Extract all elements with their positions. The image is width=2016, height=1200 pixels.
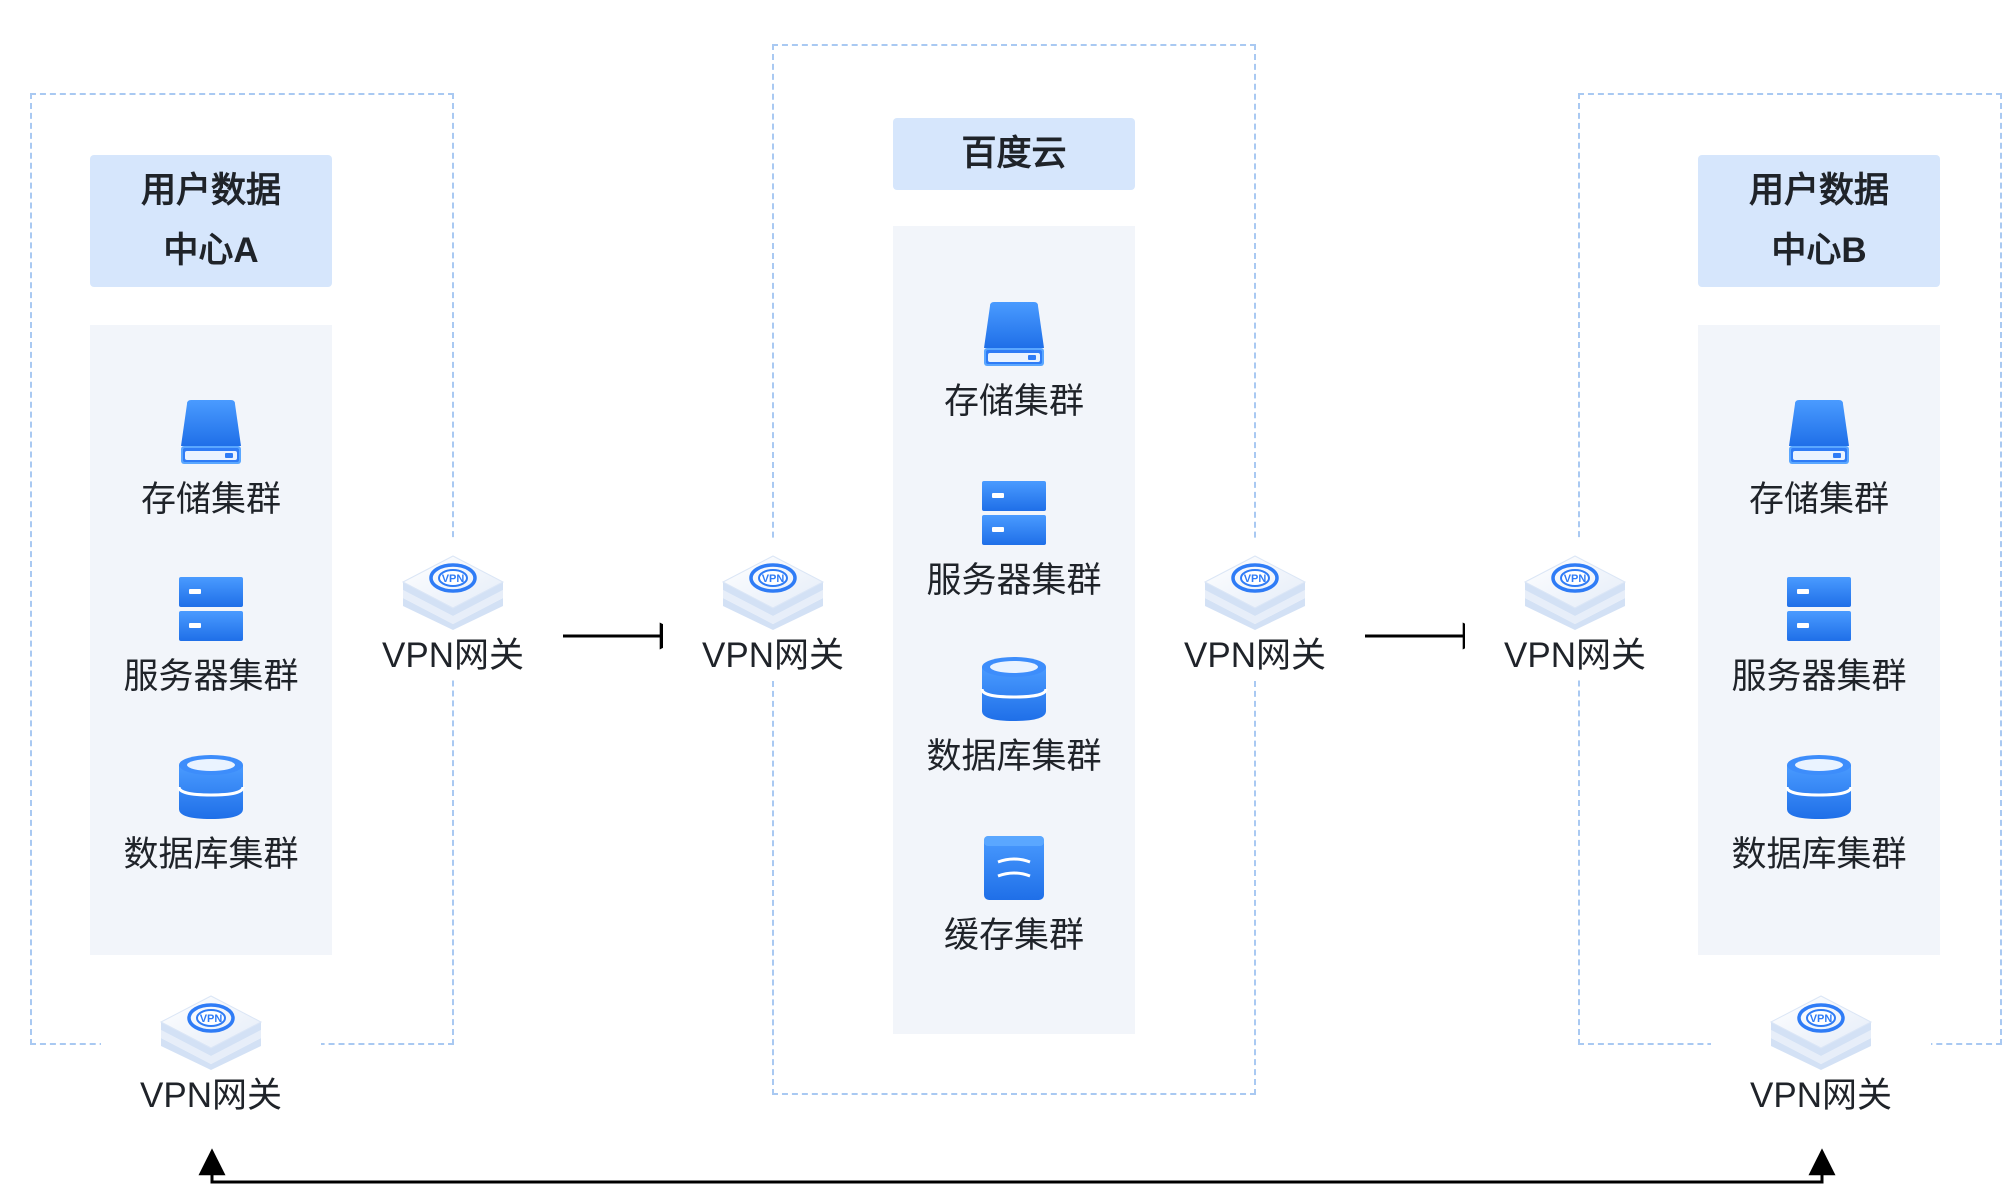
vpn-gateway-center-west: VPN网关: [663, 540, 883, 678]
region-a-storage-label: 存储集群: [140, 480, 281, 519]
storage-icon: [978, 298, 1050, 370]
region-a-database: 数据库集群: [91, 751, 331, 877]
center-cache: 缓存集群: [894, 832, 1134, 958]
center-database: 数据库集群: [894, 653, 1134, 779]
vpn-gateway-icon: [713, 540, 833, 630]
storage-icon: [175, 396, 247, 468]
vpn-gateway-icon: [393, 540, 513, 630]
center-database-label: 数据库集群: [926, 737, 1102, 776]
region-a-title-line1: 用户数据: [140, 171, 281, 210]
center-server-label: 服务器集群: [926, 561, 1102, 600]
region-center-title: 百度云: [893, 118, 1135, 190]
vpn-gateway-b-south: VPN网关: [1711, 980, 1931, 1118]
vpn-gateway-b-south-label: VPN网关: [1750, 1076, 1892, 1115]
vpn-gateway-center-west-label: VPN网关: [702, 636, 844, 675]
center-cache-label: 缓存集群: [943, 916, 1084, 955]
vpn-gateway-center-east: VPN网关: [1145, 540, 1365, 678]
vpn-gateway-center-east-label: VPN网关: [1184, 636, 1326, 675]
server-icon: [978, 477, 1050, 549]
database-icon: [978, 653, 1050, 725]
link-left-right-bottom: [198, 1148, 1836, 1184]
region-b-server: 服务器集群: [1699, 573, 1939, 699]
region-a-storage: 存储集群: [91, 396, 331, 522]
region-b-database-label: 数据库集群: [1731, 835, 1907, 874]
vpn-gateway-icon: [1515, 540, 1635, 630]
region-a-database-label: 数据库集群: [123, 835, 299, 874]
server-icon: [175, 573, 247, 645]
region-b-storage-label: 存储集群: [1748, 480, 1889, 519]
region-b-server-label: 服务器集群: [1731, 657, 1907, 696]
region-center-title-text: 百度云: [961, 134, 1067, 173]
region-b-title-line1: 用户数据: [1748, 171, 1889, 210]
vpn-gateway-icon: [151, 980, 271, 1070]
region-a-title: 用户数据 中心A: [90, 155, 332, 287]
region-b-database: 数据库集群: [1699, 751, 1939, 877]
center-storage: 存储集群: [894, 298, 1134, 424]
region-a-server: 服务器集群: [91, 573, 331, 699]
vpn-gateway-a-south: VPN网关: [101, 980, 321, 1118]
vpn-gateway-a-south-label: VPN网关: [140, 1076, 282, 1115]
center-storage-label: 存储集群: [943, 382, 1084, 421]
vpn-gateway-icon: [1195, 540, 1315, 630]
vpn-gateway-a-east-label: VPN网关: [382, 636, 524, 675]
vpn-gateway-b-west: VPN网关: [1465, 540, 1685, 678]
region-b-title: 用户数据 中心B: [1698, 155, 1940, 287]
vpn-gateway-a-east: VPN网关: [343, 540, 563, 678]
region-b-storage: 存储集群: [1699, 396, 1939, 522]
database-icon: [175, 751, 247, 823]
vpn-gateway-icon: [1761, 980, 1881, 1070]
vpn-gateway-b-west-label: VPN网关: [1504, 636, 1646, 675]
region-a-title-line2: 中心A: [163, 231, 259, 270]
storage-icon: [1783, 396, 1855, 468]
server-icon: [1783, 573, 1855, 645]
region-a-server-label: 服务器集群: [123, 657, 299, 696]
region-b-title-line2: 中心B: [1771, 231, 1867, 270]
database-icon: [1783, 751, 1855, 823]
center-server: 服务器集群: [894, 477, 1134, 603]
cache-icon: [978, 832, 1050, 904]
